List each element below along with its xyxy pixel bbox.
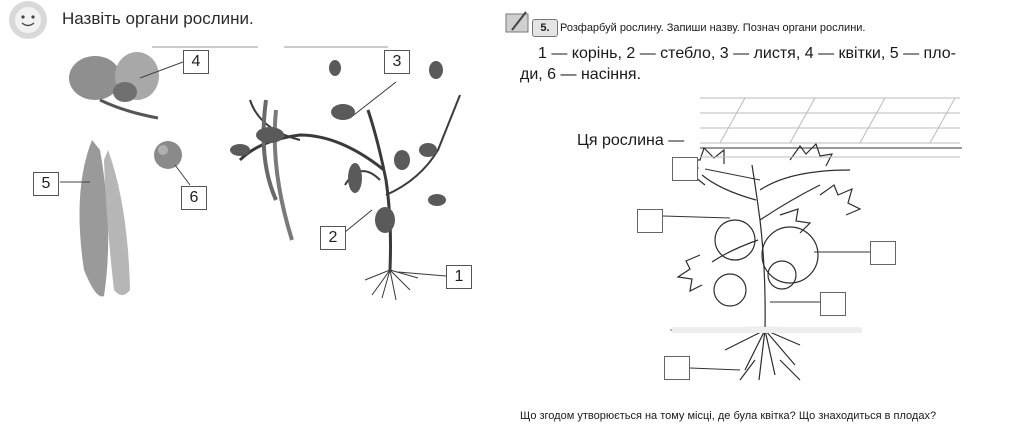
task-instruction: Розфарбуй рослину. Запиши назву. Познач …	[560, 22, 865, 34]
pea-seed-drawing	[154, 141, 190, 185]
smiley-icon	[9, 1, 47, 39]
tomato-plant-drawing	[670, 144, 860, 380]
legend-line-2: ди, 6 — насіння.	[520, 64, 990, 85]
label-box-2: 2	[320, 226, 346, 250]
answer-box-fruits[interactable]	[870, 241, 896, 265]
label-box-5: 5	[33, 172, 59, 196]
pencil-book-icon	[506, 12, 528, 32]
answer-box-flowers[interactable]	[672, 157, 698, 181]
soil-strip	[672, 327, 862, 333]
answer-box-leaves[interactable]	[637, 209, 663, 233]
bottom-question: Що згодом утворюється на тому місці, де …	[520, 410, 936, 422]
task-number-badge: 5.	[532, 19, 558, 37]
pea-pods-drawing	[60, 140, 130, 296]
legend-line-1: 1 — корінь, 2 — стебло, 3 — листя, 4 — к…	[520, 43, 990, 64]
organ-legend: 1 — корінь, 2 — стебло, 3 — листя, 4 — к…	[520, 43, 990, 85]
pea-flower-drawing	[69, 52, 183, 118]
left-title: Назвіть органи рослини.	[62, 9, 254, 29]
label-box-3: 3	[384, 50, 410, 74]
label-box-6: 6	[181, 186, 207, 210]
plant-name-label: Ця рослина —	[577, 132, 684, 150]
answer-box-stem[interactable]	[820, 292, 846, 316]
answer-box-root[interactable]	[664, 356, 690, 380]
label-box-1: 1	[446, 265, 472, 289]
label-box-4: 4	[183, 50, 209, 74]
